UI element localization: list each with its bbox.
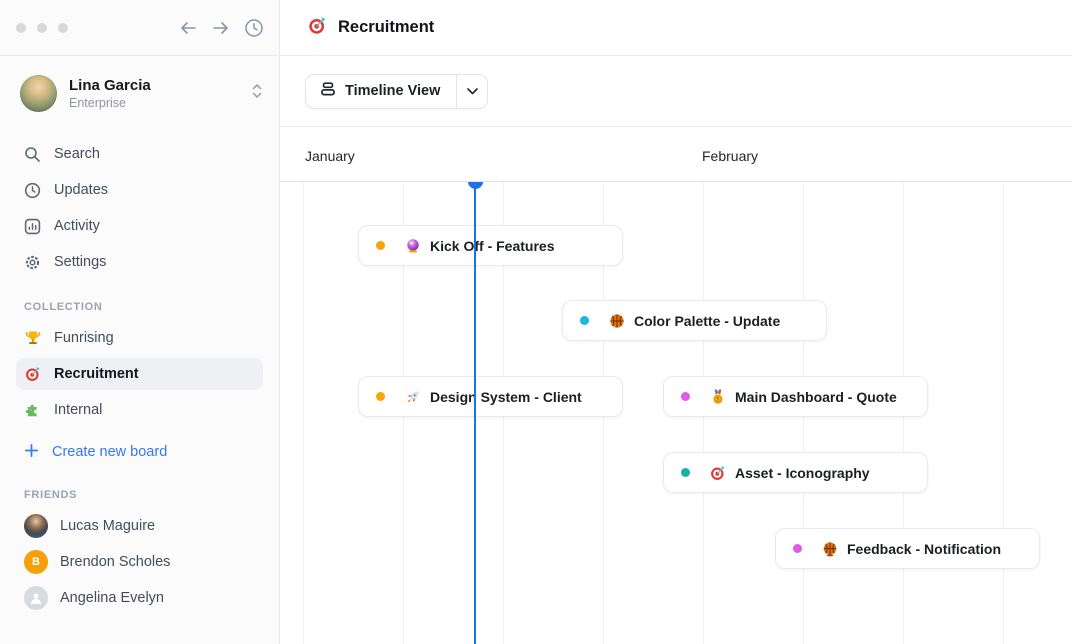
nav-label: Search — [54, 146, 100, 162]
view-dropdown-button[interactable] — [456, 74, 487, 108]
trophy-emoji — [24, 330, 41, 347]
basketball-emoji — [821, 540, 838, 557]
sidebar-item-internal[interactable]: Internal — [16, 394, 263, 426]
status-dot — [681, 392, 690, 401]
back-arrow-icon[interactable] — [180, 21, 197, 35]
page-title: Recruitment — [338, 18, 435, 36]
sidebar-item-settings[interactable]: Settings — [0, 244, 279, 280]
task-card-feedback[interactable]: Feedback - Notification — [775, 528, 1040, 569]
today-marker-line — [474, 182, 476, 644]
user-plan: Enterprise — [69, 96, 126, 110]
nav-label: Updates — [54, 182, 109, 198]
window-controls[interactable] — [16, 22, 68, 33]
forward-arrow-icon[interactable] — [212, 21, 229, 35]
task-card-color-palette[interactable]: Color Palette - Update — [562, 300, 827, 341]
window-control-dot[interactable] — [58, 22, 68, 33]
user-profile[interactable]: Lina Garcia Enterprise — [0, 56, 279, 122]
board-label: Internal — [54, 402, 103, 418]
timeline-view-button[interactable]: Timeline View — [306, 75, 456, 108]
friends-section-label: FRIENDS — [24, 489, 78, 501]
sidebar: Lina Garcia Enterprise Search Updates Ac… — [0, 0, 280, 644]
medal-emoji — [709, 388, 726, 405]
board-label: Recruitment — [54, 366, 139, 382]
dart-emoji — [24, 366, 41, 383]
friend-brendon[interactable]: B Brendon Scholes — [0, 544, 279, 580]
task-card-title: Kick Off - Features — [430, 237, 555, 254]
window-control-dot[interactable] — [16, 22, 26, 33]
month-label-february: February — [702, 148, 759, 164]
chevron-down-icon — [467, 82, 478, 100]
sidebar-item-funrising[interactable]: Funrising — [16, 322, 263, 354]
dart-emoji — [308, 16, 327, 40]
view-toolbar: Timeline View — [280, 56, 1072, 127]
sidebar-topbar — [0, 0, 279, 56]
create-board-label: Create new board — [52, 444, 168, 460]
timeline-canvas[interactable]: Kick Off - Features Color Palette - Upda… — [280, 182, 1072, 644]
task-card-title: Main Dashboard - Quote — [735, 388, 897, 405]
friend-name: Brendon Scholes — [60, 554, 171, 570]
task-card-main-dashboard[interactable]: Main Dashboard - Quote — [663, 376, 928, 417]
sidebar-item-search[interactable]: Search — [0, 136, 279, 172]
collection-section-label: COLLECTION — [24, 301, 103, 313]
avatar — [24, 586, 48, 610]
status-dot — [793, 544, 802, 553]
status-dot — [376, 241, 385, 250]
plus-icon — [24, 443, 39, 462]
dart-emoji — [709, 464, 726, 481]
sidebar-item-updates[interactable]: Updates — [0, 172, 279, 208]
board-header: Recruitment — [280, 0, 1072, 56]
gridline — [1003, 182, 1004, 644]
clock-icon — [24, 182, 41, 199]
status-dot — [681, 468, 690, 477]
activity-icon — [24, 218, 41, 235]
nav-label: Activity — [54, 218, 100, 234]
crystal-ball-emoji — [404, 237, 421, 254]
rows-icon — [320, 81, 336, 101]
task-card-title: Color Palette - Update — [634, 312, 781, 329]
user-name: Lina Garcia — [69, 77, 151, 94]
history-nav — [180, 18, 264, 38]
avatar — [20, 75, 57, 112]
task-card-asset[interactable]: Asset - Iconography — [663, 452, 928, 493]
timeline-month-header: January February — [280, 127, 1072, 182]
avatar: B — [24, 550, 48, 574]
sidebar-item-activity[interactable]: Activity — [0, 208, 279, 244]
gridline — [303, 182, 304, 644]
friend-name: Lucas Maguire — [60, 518, 156, 534]
task-card-design-system[interactable]: Design System - Client — [358, 376, 623, 417]
window-control-dot[interactable] — [37, 22, 47, 33]
rocket-emoji — [404, 388, 421, 405]
status-dot — [580, 316, 589, 325]
board-label: Funrising — [54, 330, 114, 346]
sidebar-nav: Search Updates Activity Settings — [0, 122, 279, 280]
task-card-title: Design System - Client — [430, 388, 582, 405]
today-marker-dot[interactable] — [468, 182, 483, 189]
chevron-up-down-icon[interactable] — [251, 82, 263, 105]
task-card-kick-off[interactable]: Kick Off - Features — [358, 225, 623, 266]
history-clock-icon[interactable] — [244, 18, 264, 38]
nav-label: Settings — [54, 254, 107, 270]
puzzle-emoji — [24, 402, 41, 419]
search-icon — [24, 146, 41, 163]
sidebar-item-recruitment[interactable]: Recruitment — [16, 358, 263, 390]
friend-name: Angelina Evelyn — [60, 590, 164, 606]
friend-angelina[interactable]: Angelina Evelyn — [0, 580, 279, 616]
basketball-emoji — [608, 312, 625, 329]
task-card-title: Feedback - Notification — [847, 540, 1002, 557]
main-area: Recruitment Timeline View January Fe — [280, 0, 1072, 644]
task-card-title: Asset - Iconography — [735, 464, 870, 481]
month-label-january: January — [305, 148, 355, 164]
friend-lucas[interactable]: Lucas Maguire — [0, 508, 279, 544]
gear-icon — [24, 254, 41, 271]
create-new-board-button[interactable]: Create new board — [16, 436, 263, 468]
view-switcher: Timeline View — [305, 73, 489, 109]
view-label: Timeline View — [345, 83, 441, 99]
avatar — [24, 514, 48, 538]
status-dot — [376, 392, 385, 401]
